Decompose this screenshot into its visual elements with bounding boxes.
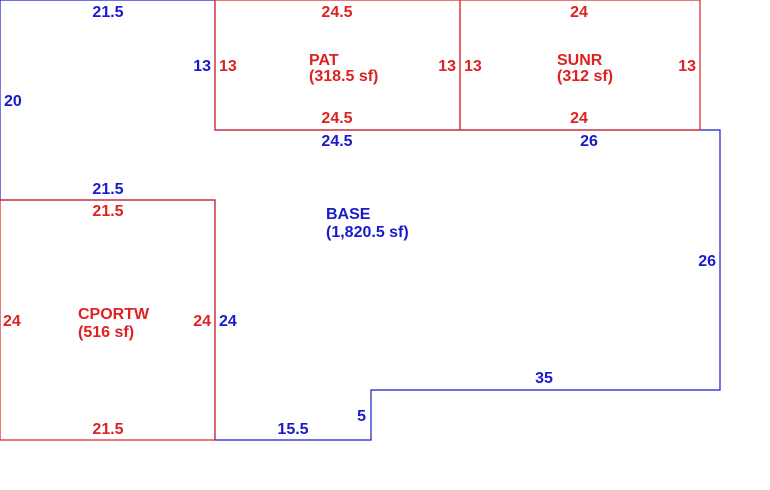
base-dim-sunr-bottom: 26 (580, 133, 598, 150)
cportw-area: (516 sf) (78, 324, 134, 341)
base-dim-bottom: 15.5 (277, 421, 308, 438)
sunr-dim-right: 13 (678, 58, 696, 75)
base-dim-left: 20 (4, 93, 22, 110)
cportw-dim-top: 21.5 (92, 203, 123, 220)
base-dim-pat-bottom: 24.5 (321, 133, 352, 150)
pat-area: (318.5 sf) (309, 68, 378, 85)
base-dim-cport-right: 24 (219, 313, 237, 330)
base-dim-right: 26 (698, 253, 716, 270)
cportw-dim-right: 24 (193, 313, 211, 330)
base-dim-top-left: 21.5 (92, 4, 123, 21)
base-area: (1,820.5 sf) (326, 224, 409, 241)
pat-dim-top: 24.5 (321, 4, 352, 21)
sunr-name: SUNR (557, 52, 603, 69)
cportw-dim-left: 24 (3, 313, 21, 330)
pat-dim-left: 13 (219, 58, 237, 75)
sunr-dim-bottom: 24 (570, 110, 588, 127)
pat-name: PAT (309, 52, 339, 69)
cportw-dim-bottom: 21.5 (92, 421, 123, 438)
pat-dim-right: 13 (438, 58, 456, 75)
sunr-dim-left: 13 (464, 58, 482, 75)
cportw-outline (0, 199, 216, 441)
cportw-name: CPORTW (78, 306, 150, 323)
base-dim-step-left: 13 (193, 58, 211, 75)
base-name: BASE (326, 206, 371, 223)
sunr-dim-top: 24 (570, 4, 588, 21)
pat-dim-bottom: 24.5 (321, 110, 352, 127)
base-dim-step-right: 5 (357, 408, 366, 425)
sunr-area: (312 sf) (557, 68, 613, 85)
sunr-outline (459, 0, 701, 131)
base-dim-step-bottom: 35 (535, 370, 553, 387)
base-dim-cport-top: 21.5 (92, 181, 123, 198)
